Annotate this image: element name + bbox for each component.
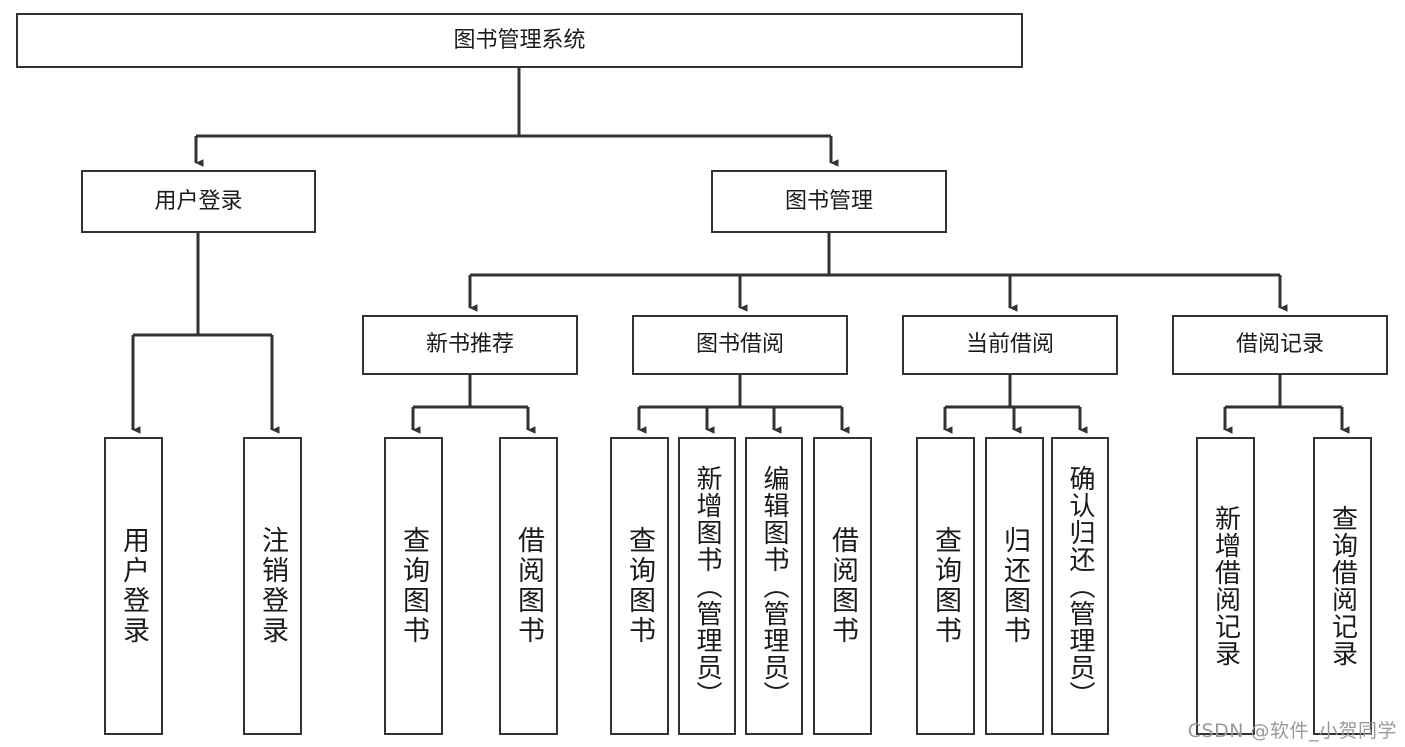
node-leaf-logout-login-label: 注销登录 [257, 526, 288, 646]
node-leaf-edit-book[interactable]: 编辑图书（管理员） [745, 437, 803, 735]
node-leaf-query-record-label: 查询借阅记录 [1327, 505, 1358, 667]
node-new-book-recommend[interactable]: 新书推荐 [362, 315, 578, 375]
node-borrow-record[interactable]: 借阅记录 [1172, 315, 1388, 375]
node-leaf-query-book-2-label: 查询图书 [624, 526, 655, 646]
node-leaf-query-book-1-label: 查询图书 [398, 526, 429, 646]
node-leaf-query-book-1[interactable]: 查询图书 [384, 437, 443, 735]
node-leaf-add-record-label: 新增借阅记录 [1210, 505, 1241, 667]
node-user-login-label: 用户登录 [154, 188, 243, 214]
node-leaf-query-book-3-label: 查询图书 [930, 526, 961, 646]
node-new-book-recommend-label: 新书推荐 [425, 332, 514, 358]
node-leaf-query-record[interactable]: 查询借阅记录 [1313, 437, 1372, 735]
node-current-borrow[interactable]: 当前借阅 [902, 315, 1118, 375]
node-leaf-edit-book-label: 编辑图书（管理员） [759, 464, 789, 708]
node-leaf-borrow-book-1[interactable]: 借阅图书 [499, 437, 558, 735]
node-user-login[interactable]: 用户登录 [81, 170, 316, 233]
node-root[interactable]: 图书管理系统 [16, 13, 1023, 68]
node-leaf-add-book[interactable]: 新增图书（管理员） [678, 437, 736, 735]
node-book-borrow-label: 图书借阅 [695, 332, 784, 358]
node-leaf-confirm-return[interactable]: 确认归还（管理员） [1051, 437, 1109, 735]
csdn-watermark: CSDN @软件_小贺同学 [1187, 720, 1397, 742]
node-book-manage-label: 图书管理 [784, 188, 873, 214]
node-book-manage[interactable]: 图书管理 [711, 170, 947, 233]
node-borrow-record-label: 借阅记录 [1235, 332, 1324, 358]
node-leaf-query-book-2[interactable]: 查询图书 [610, 437, 669, 735]
node-leaf-borrow-book-2[interactable]: 借阅图书 [813, 437, 872, 735]
node-leaf-query-book-3[interactable]: 查询图书 [916, 437, 975, 735]
node-leaf-user-login-label: 用户登录 [118, 526, 149, 646]
node-leaf-user-login[interactable]: 用户登录 [104, 437, 163, 735]
node-leaf-borrow-book-1-label: 借阅图书 [513, 526, 544, 646]
node-book-borrow[interactable]: 图书借阅 [632, 315, 848, 375]
node-root-label: 图书管理系统 [453, 27, 586, 53]
node-leaf-return-book[interactable]: 归还图书 [985, 437, 1044, 735]
node-leaf-borrow-book-2-label: 借阅图书 [827, 526, 858, 646]
node-leaf-confirm-return-label: 确认归还（管理员） [1065, 464, 1095, 708]
node-leaf-add-record[interactable]: 新增借阅记录 [1196, 437, 1255, 735]
node-current-borrow-label: 当前借阅 [965, 332, 1054, 358]
node-leaf-logout-login[interactable]: 注销登录 [243, 437, 302, 735]
node-leaf-return-book-label: 归还图书 [999, 526, 1030, 646]
node-leaf-add-book-label: 新增图书（管理员） [692, 464, 722, 708]
